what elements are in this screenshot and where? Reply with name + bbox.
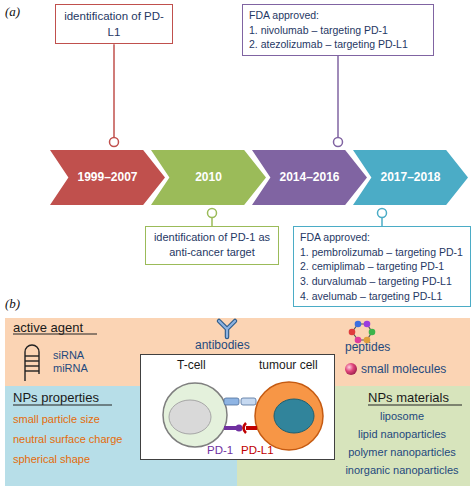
chevron-text-wrap: 2014–2016 [268,170,351,186]
property-item: small particle size [13,412,100,426]
timeline-connector [208,209,217,227]
box-text: 2. cemiplimab – targeting PD-1 [300,259,464,274]
approval-box: FDA approved:1. nivolumab – targeting PD… [242,4,434,56]
period-label: 2014–2016 [268,170,351,186]
interaction-box: T-cell tumour cellPD-1 PD-L1 [140,354,335,460]
approval-box: FDA approved:1. pembrolizumab – targetin… [293,226,471,307]
panel-letter: (b) [5,296,20,313]
material-item: lipid nanoparticles [337,427,467,441]
panel-letter: (a) [5,4,20,21]
box-text: identification of PD-L1 [62,8,166,40]
section-heading: NPs properties [13,390,99,407]
event-box: identification of PD-1 as anti-cancer ta… [145,226,279,265]
box-text: 2. atezolizumab – targeting PD-L1 [249,37,427,52]
connector-dot [110,138,119,147]
timeline-chevron: 2010 [151,150,266,205]
box-text: 1. nivolumab – targeting PD-1 [249,23,427,38]
agent-name: peptides [345,340,390,356]
period-label: 2017–2018 [369,170,452,186]
box-text: 3. durvalumab – targeting PD-L1 [300,274,464,289]
box-text: identification of PD-1 as anti-cancer ta… [152,230,272,261]
box-text: 4. avelumab – targeting PD-L1 [300,289,464,304]
receptor-label: PD-L1 [241,443,274,458]
property-item: neutral surface charge [13,432,122,446]
agent-name: siRNA [53,348,84,362]
connector-dot [378,209,387,218]
timeline-connector [110,44,119,146]
material-item: liposome [337,409,467,423]
connector-line [381,218,383,227]
section-heading: NPs materials [368,390,449,407]
event-box: identification of PD-L1 [55,4,173,44]
box-text: 1. pembrolizumab – targeting PD-1 [300,245,464,260]
chevron-fill [50,150,165,205]
cell-label: T-cell [177,358,206,374]
box-heading: FDA approved: [249,8,427,23]
period-label: 2010 [167,170,250,186]
connector-line [113,44,115,137]
period-label: 1999–2007 [66,170,149,186]
chevron-text-wrap: 2010 [167,170,250,186]
connector-line [337,56,339,137]
timeline-chevron: 2017–2018 [353,150,468,205]
chevron-text-wrap: 2017–2018 [369,170,452,186]
connector-dot [208,209,217,218]
box-heading: FDA approved: [300,230,464,245]
section-heading: active agent [13,320,83,337]
connector-line [211,218,213,227]
timeline-chevron: 1999–2007 [50,150,165,205]
timeline-connector [334,56,343,146]
timeline-chevron: 2014–2016 [252,150,367,205]
timeline-connector [378,209,387,227]
agent-name: miRNA [53,361,88,375]
chevron-fill [252,150,367,205]
cell-label: tumour cell [259,358,318,374]
agent-name: antibodies [195,338,250,354]
property-item: spherical shape [13,452,90,466]
chevron-text-wrap: 1999–2007 [66,170,149,186]
material-item: polymer nanoparticles [337,445,467,459]
receptor-label: PD-1 [207,443,233,458]
chevron-fill [353,150,468,205]
material-item: inorganic nanoparticles [337,463,467,477]
agent-name: small molecules [361,362,446,378]
connector-dot [334,138,343,147]
chevron-fill [151,150,266,205]
